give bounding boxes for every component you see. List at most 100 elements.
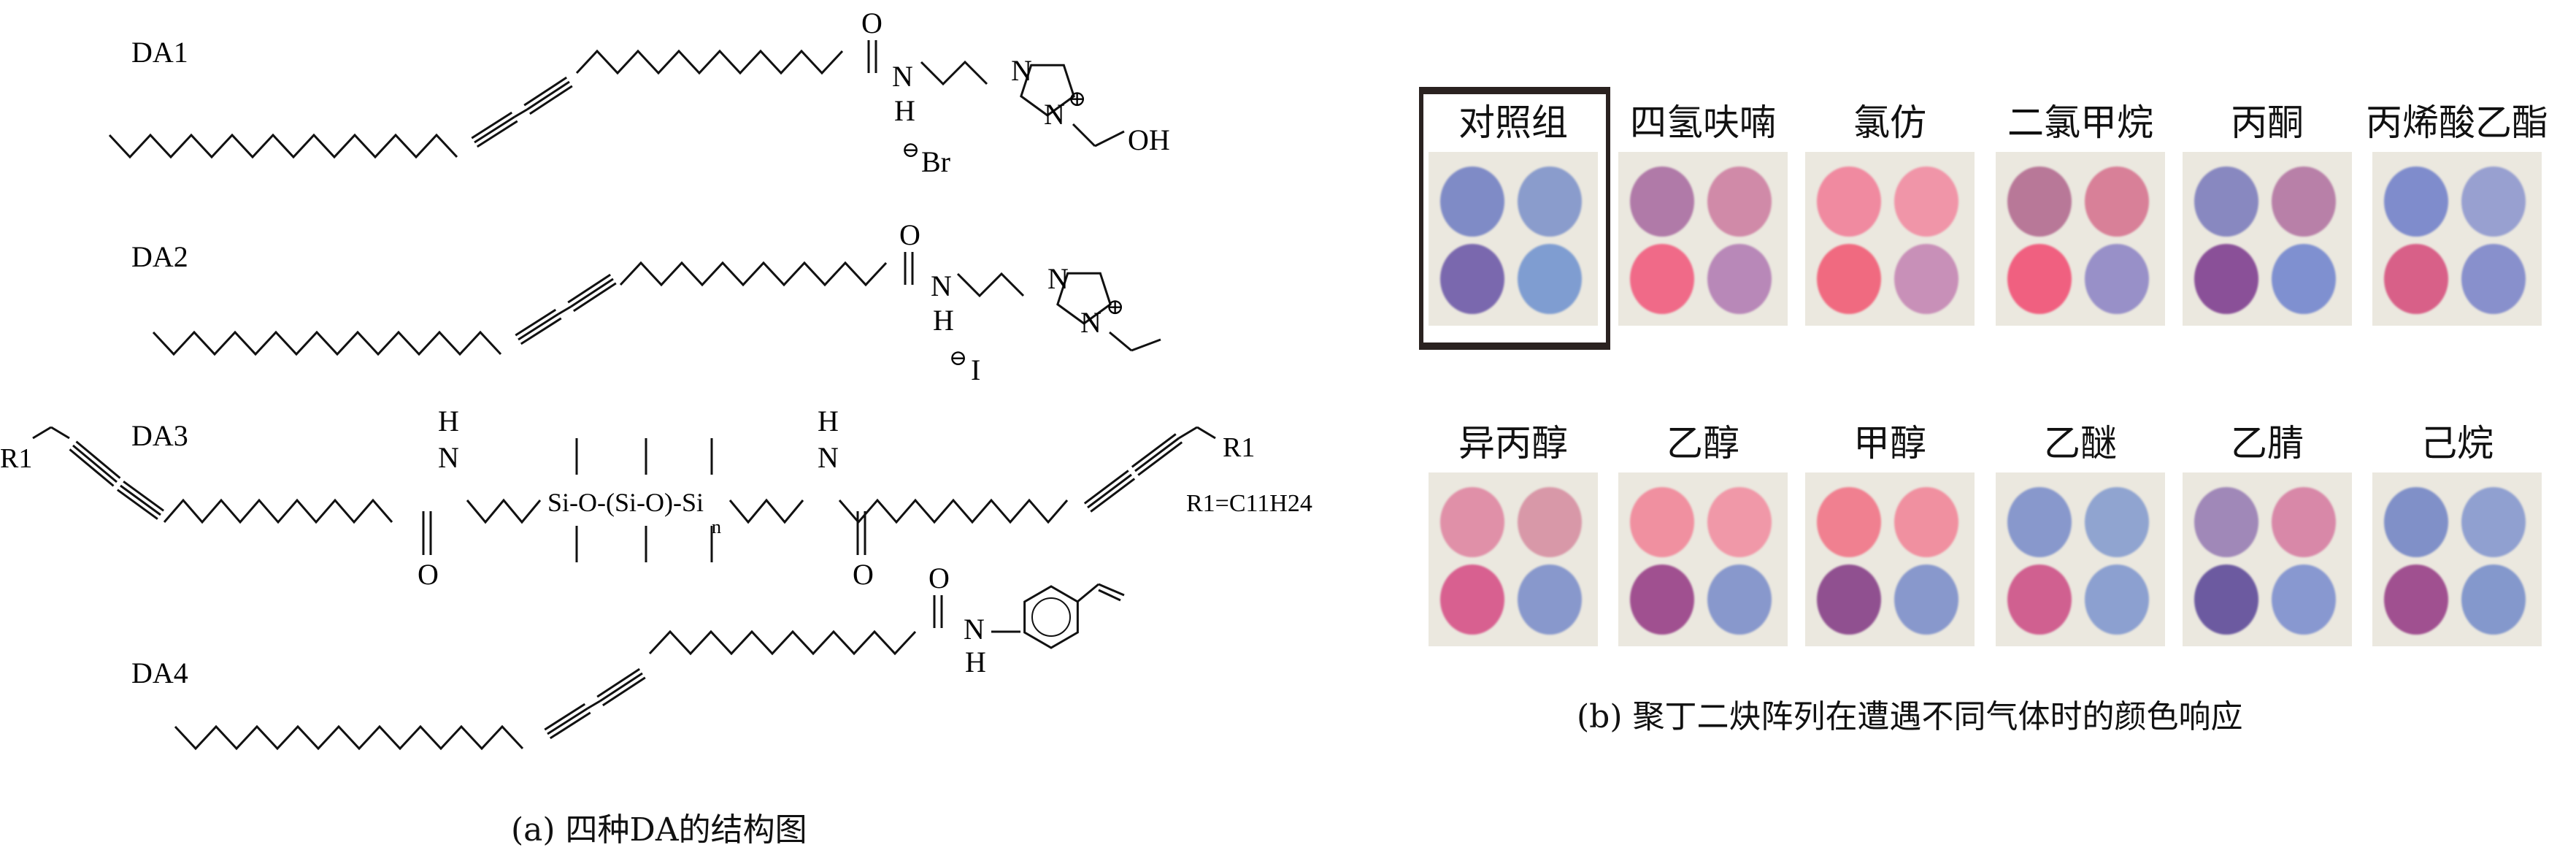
negative-charge-icon: ⊖ — [901, 138, 920, 162]
atom-label: H — [818, 405, 839, 437]
sensor-spot — [1817, 167, 1881, 237]
alkyl-chain — [575, 49, 844, 75]
sensor-array-card — [1996, 472, 2165, 646]
sensor-spot — [2194, 565, 2258, 635]
sensor-spot — [2272, 487, 2336, 557]
sensor-spot — [1630, 167, 1694, 237]
triple-bond — [117, 489, 158, 520]
atom-label: O — [928, 562, 950, 594]
sensor-spot — [1440, 244, 1504, 314]
atom-label: H — [965, 646, 986, 678]
triple-bond — [547, 707, 588, 735]
triple-bond — [69, 448, 115, 487]
triple-bond — [529, 85, 573, 115]
panel-a-caption: (a) 四种DA的结构图 — [511, 811, 807, 849]
atom-label: N — [892, 60, 913, 93]
triple-bond — [123, 481, 164, 512]
sensor-spot — [1894, 565, 1958, 635]
bond — [587, 700, 601, 710]
atom-label: OH — [1128, 123, 1170, 156]
sensor-spot — [2272, 565, 2336, 635]
sensor-array-card — [1429, 152, 1598, 326]
atom-label: I — [971, 353, 980, 386]
sensor-spot — [1894, 487, 1958, 557]
sensor-spot — [2272, 167, 2336, 237]
molecule-label-da1: DA1 — [131, 36, 188, 69]
sensor-spot — [2384, 487, 2448, 557]
bond — [1072, 123, 1096, 148]
sensor-spot — [2007, 244, 2072, 314]
bond — [558, 305, 572, 315]
sensor-spot — [1707, 167, 1772, 237]
triple-bond — [549, 711, 591, 740]
triple-bond — [75, 440, 121, 479]
molecule-label-da3: DA3 — [131, 419, 188, 452]
atom-label: N — [931, 269, 952, 302]
sensor-spot — [2384, 244, 2448, 314]
alkyl-chain — [619, 261, 888, 287]
bond — [514, 108, 528, 118]
structure-diagrams: DA1ONHNN⊕⊖BrOHDA2ONHNN⊕⊖IDA3R1ONHSi-O-(S… — [0, 7, 1312, 751]
alkyl-chain — [920, 60, 988, 86]
negative-charge-icon: ⊖ — [949, 346, 967, 370]
gas-label: 氯仿 — [1853, 102, 1926, 144]
vinyl-bond — [1098, 589, 1121, 602]
alkyl-chain — [163, 498, 393, 524]
control-group-highlight-frame — [1419, 87, 1610, 350]
triple-bond — [474, 115, 515, 144]
gas-label: 异丙醇 — [1458, 422, 1568, 464]
sensor-spot — [2272, 244, 2336, 314]
sensor-spot — [1817, 565, 1881, 635]
triple-bond — [596, 667, 640, 698]
alkyl-chain — [956, 272, 1025, 298]
molecule-label-da4: DA4 — [131, 657, 188, 689]
gas-label: 对照组 — [1458, 102, 1568, 144]
gas-label: 己烷 — [2421, 422, 2494, 464]
atom-label: N — [1044, 98, 1065, 131]
sensor-spot — [1630, 487, 1694, 557]
sensor-spot — [1440, 167, 1504, 237]
sensor-array-card — [1618, 472, 1788, 646]
aromatic-circle — [1031, 597, 1071, 637]
sensor-array-card — [1618, 152, 1788, 326]
triple-bond — [1090, 478, 1136, 513]
sensor-spot — [1518, 244, 1582, 314]
sensor-array-card — [2183, 152, 2352, 326]
sensor-spot — [1630, 244, 1694, 314]
vinyl-bond — [1098, 583, 1125, 597]
triple-bond — [72, 444, 118, 483]
siloxane-label: Si-O-(Si-O)-Si — [547, 488, 704, 517]
atom-label: O — [418, 558, 439, 591]
sensor-spot — [2085, 167, 2149, 237]
sensor-spot — [1518, 565, 1582, 635]
sensor-spot — [1894, 244, 1958, 314]
atom-label: H — [894, 94, 915, 127]
sensor-spot — [1894, 167, 1958, 237]
atom-label: N — [1011, 54, 1032, 87]
atom-label: H — [438, 405, 459, 437]
sensor-spot — [1440, 487, 1504, 557]
triple-bond — [476, 120, 518, 148]
bond — [32, 426, 52, 440]
atom-label: O — [853, 558, 874, 591]
triple-bond — [523, 76, 567, 107]
sensor-spot — [2461, 565, 2526, 635]
gas-label: 二氯甲烷 — [2007, 102, 2153, 144]
alkyl-chain — [648, 630, 917, 656]
gas-label: 丙烯酸乙酯 — [2366, 102, 2548, 144]
sensor-spot — [1518, 487, 1582, 557]
molecule-label-da2: DA2 — [131, 240, 188, 273]
panel-b-caption: (b) 聚丁二炔阵列在遭遇不同气体时的颜色响应 — [1577, 698, 2243, 735]
sensor-spot — [1707, 487, 1772, 557]
gas-label: 乙醇 — [1666, 422, 1739, 464]
triple-bond — [544, 703, 586, 731]
sensor-spot — [1518, 167, 1582, 237]
atom-label: N — [438, 441, 459, 474]
triple-bond — [471, 111, 513, 139]
sensor-spot — [2461, 487, 2526, 557]
sensor-spot — [1440, 565, 1504, 635]
triple-bond — [518, 313, 559, 341]
sensor-array-card — [1429, 472, 1598, 646]
atom-label: O — [861, 7, 883, 39]
sensor-spot — [2007, 487, 2072, 557]
